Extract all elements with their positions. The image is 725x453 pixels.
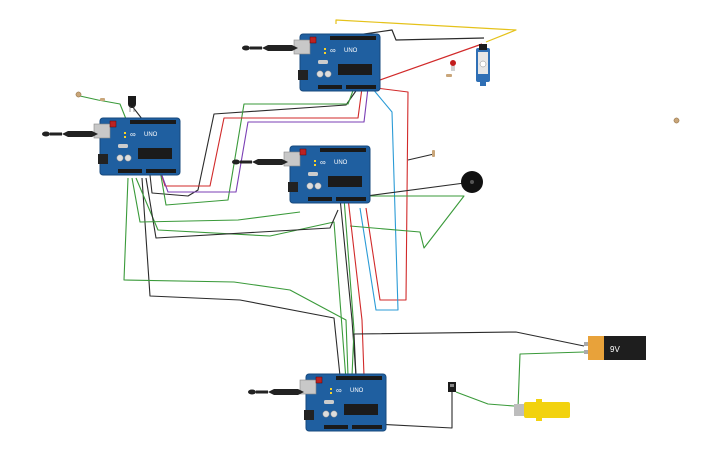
wire-blue-top-down[interactable] (359, 87, 399, 311)
wire-black-left-mid[interactable] (145, 177, 339, 239)
wire-red-left-top[interactable] (159, 87, 363, 187)
wire-red-top-down[interactable] (365, 87, 409, 301)
wire-red-mid-bottom[interactable] (347, 197, 365, 377)
wire-green-sensor[interactable] (79, 95, 129, 125)
board-brand-text: UNO (350, 388, 364, 394)
wires (79, 19, 585, 429)
wire-green-mid-bottom[interactable] (343, 197, 355, 377)
battery-9v[interactable]: 9V (584, 336, 646, 360)
arduino-board-top[interactable]: UNO ∞ (293, 33, 381, 92)
wire-black-buzzer[interactable] (365, 181, 473, 197)
board-infinity-mark: ∞ (320, 158, 326, 167)
resistor-buzzer[interactable] (432, 150, 435, 157)
servo-motor[interactable] (476, 44, 490, 86)
board-brand-text: UNO (144, 132, 158, 138)
wire-green-left-mid[interactable] (131, 177, 301, 223)
wire-green-left-top[interactable] (159, 87, 355, 206)
sensor-left[interactable] (128, 96, 136, 112)
piezo-buzzer[interactable] (461, 171, 483, 193)
usb-cable-bottom[interactable] (248, 389, 304, 395)
potentiometer-left[interactable] (75, 91, 82, 98)
wire-black-battery[interactable] (353, 331, 585, 377)
potentiometer-right[interactable] (673, 117, 680, 124)
wire-green-battery-motor[interactable] (515, 351, 585, 411)
battery-label: 9V (610, 345, 620, 354)
wire-green-left-bottom-b[interactable] (135, 177, 347, 381)
dc-motor[interactable] (514, 399, 570, 421)
wire-green-switch-motor[interactable] (455, 391, 515, 407)
usb-cable-left[interactable] (42, 131, 98, 137)
resistor-left[interactable] (100, 98, 105, 101)
board-brand-text: UNO (344, 48, 358, 54)
wire-red-servo[interactable] (379, 43, 483, 81)
wire-purple-left-top[interactable] (159, 87, 369, 193)
slide-switch[interactable] (448, 382, 456, 392)
board-infinity-mark: ∞ (330, 46, 336, 55)
wire-green-left-bottom-a[interactable] (123, 177, 349, 377)
wire-black-left-top[interactable] (149, 87, 359, 197)
arduino-board-left[interactable]: UNO ∞ (93, 117, 181, 176)
arduino-board-middle[interactable]: UNO ∞ (283, 145, 371, 204)
board-brand-text: UNO (334, 160, 348, 166)
usb-cable-top[interactable] (242, 45, 298, 51)
wire-yellow-servo[interactable] (335, 19, 517, 43)
arduino-board-bottom[interactable]: UNO ∞ (299, 373, 387, 432)
wire-black-servo[interactable] (349, 29, 485, 41)
wire-green-buzzer[interactable] (349, 195, 465, 249)
wire-black-left-bottom[interactable] (141, 177, 341, 377)
wire-black-top-resistor[interactable] (407, 153, 435, 161)
wire-black-bottom-switch[interactable] (375, 392, 453, 429)
resistor-led[interactable] (446, 74, 452, 77)
board-infinity-mark: ∞ (336, 386, 342, 395)
led-red[interactable] (450, 60, 456, 71)
board-infinity-mark: ∞ (130, 130, 136, 139)
